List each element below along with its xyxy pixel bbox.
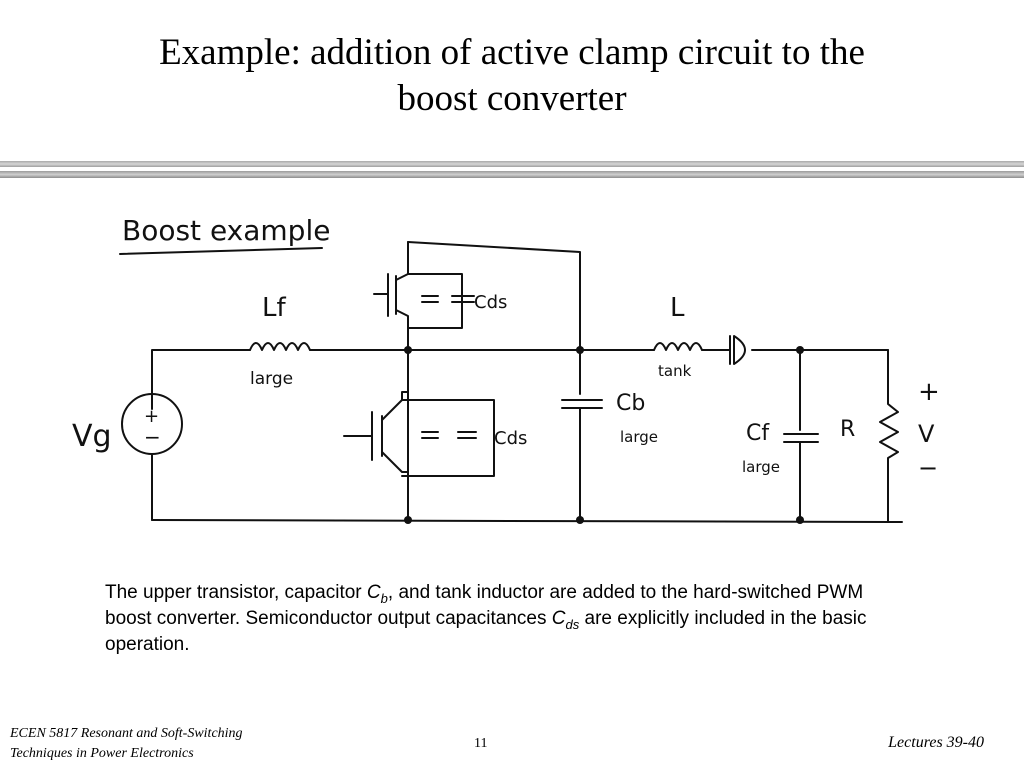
vg-minus: − [144, 425, 161, 449]
diagram-heading: Boost example [122, 214, 330, 247]
output-minus: − [918, 454, 938, 482]
cf-note: large [742, 458, 780, 476]
caption-cds-symbol: C [551, 608, 566, 629]
output-plus: + [918, 377, 940, 407]
load-resistor [879, 349, 899, 523]
diode [729, 335, 746, 365]
cf-label: Cf [746, 421, 770, 446]
footer-course-line-1: ECEN 5817 Resonant and Soft-Switching [10, 726, 243, 741]
junction-dot [576, 346, 584, 354]
circuit-diagram: Boost example Vg + − Lf large L tank Cds… [62, 204, 956, 530]
lower-gate [343, 411, 373, 461]
footer-course-line-2: Techniques in Power Electronics [10, 746, 194, 761]
clamp-top-wire [407, 241, 581, 301]
upper-channel [395, 273, 409, 351]
junction-dot [796, 346, 804, 354]
slide-caption: The upper transistor, capacitor Cb, and … [105, 580, 885, 658]
lower-channel [381, 391, 409, 473]
ground-wire [151, 519, 903, 523]
title-divider-bottom [0, 171, 1024, 178]
caption-text-1: The upper transistor, capacitor [105, 582, 367, 603]
caption-cb-symbol: C [366, 582, 381, 603]
l-label: L [670, 293, 685, 323]
l-tank-coil [653, 342, 703, 351]
junction-dot [404, 516, 412, 524]
footer-course: ECEN 5817 Resonant and Soft-Switching Te… [10, 724, 243, 764]
heading-underline [119, 247, 323, 255]
input-wire-top [151, 349, 251, 410]
r-label: R [840, 417, 855, 442]
slide-title: Example: addition of active clamp circui… [0, 30, 1024, 122]
lf-coil [249, 342, 311, 351]
junction-dot [796, 516, 804, 524]
vg-label: Vg [72, 419, 112, 454]
caption-text-3: are explicitly included in the basic ope… [105, 608, 867, 655]
footer-lectures: Lectures 39-40 [888, 734, 984, 751]
title-divider-top [0, 161, 1024, 167]
title-line-2: boost converter [397, 78, 627, 119]
lf-note: large [250, 369, 293, 389]
lf-label: Lf [262, 293, 286, 323]
cb-capacitor [561, 299, 603, 521]
junction-dot [576, 516, 584, 524]
junction-dot [404, 346, 412, 354]
lower-cds-loop [401, 399, 495, 477]
l-note: tank [658, 362, 692, 380]
output-v-label: V [918, 420, 935, 448]
lower-cds-label: Cds [494, 428, 527, 449]
cf-capacitor [783, 349, 819, 521]
caption-text-2: , and tank inductor are added to the har… [105, 582, 864, 629]
cb-note: large [620, 428, 658, 446]
caption-cds-subscript: ds [565, 616, 580, 632]
page-number: 11 [474, 736, 488, 751]
circuit-schematic: Boost example Vg + − Lf large L tank Cds… [72, 214, 940, 524]
caption-cb-subscript: b [380, 590, 388, 606]
upper-cds-label: Cds [474, 292, 507, 313]
vg-plus: + [144, 406, 159, 427]
upper-gate [373, 273, 389, 317]
title-line-1: Example: addition of active clamp circui… [159, 32, 865, 73]
cb-label: Cb [616, 391, 645, 416]
